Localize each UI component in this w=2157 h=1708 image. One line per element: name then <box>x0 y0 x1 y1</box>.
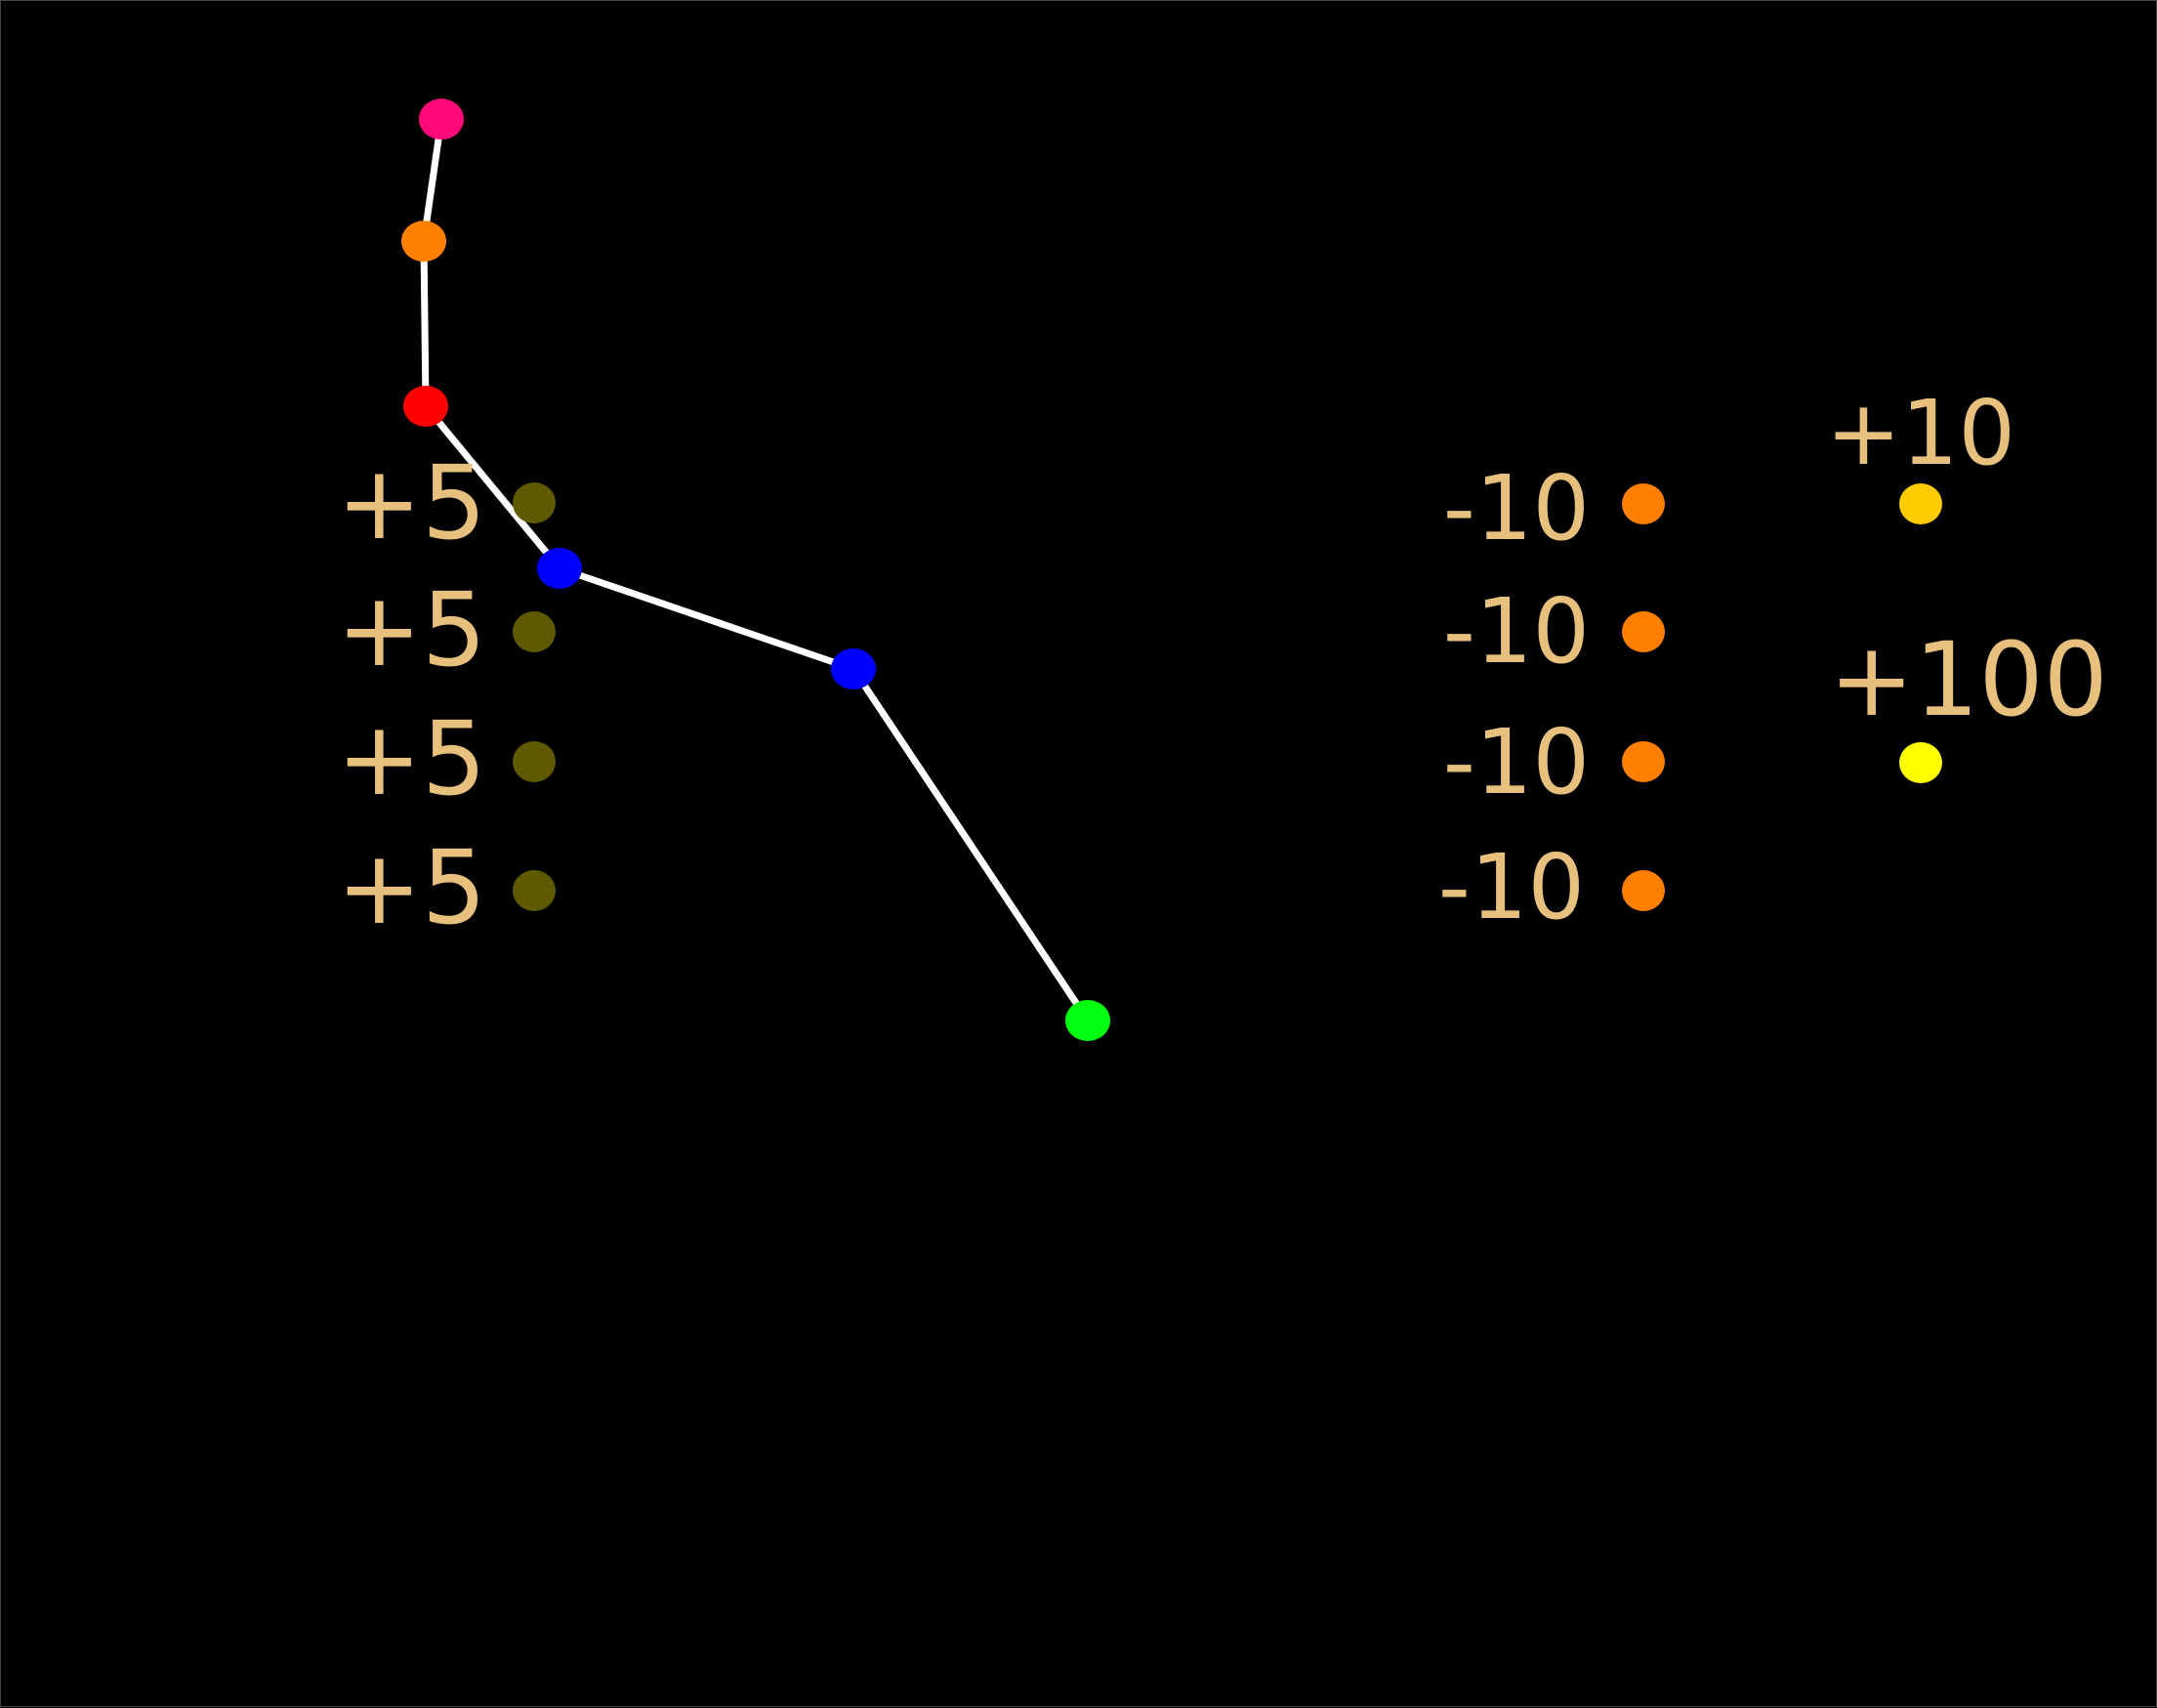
left-reward-column: +5 +5 +5 +5 <box>337 443 556 947</box>
arm-link <box>420 118 445 242</box>
arm-base-joint <box>1065 1000 1110 1041</box>
arm-link <box>420 240 430 407</box>
penalty-target <box>1622 870 1665 911</box>
arm-links <box>420 118 1091 1022</box>
reward-label: -10 <box>1443 710 1590 814</box>
reward-label: -10 <box>1438 835 1585 939</box>
reward-label: +5 <box>337 570 486 689</box>
reward-label: +5 <box>337 828 486 947</box>
reward-target <box>513 870 556 911</box>
arm-joint <box>537 548 582 589</box>
arm-link <box>850 667 1091 1022</box>
reward-label: +5 <box>337 443 486 562</box>
reward-label: -10 <box>1443 456 1590 561</box>
arm-joint <box>831 648 876 689</box>
goal-target <box>1899 742 1942 783</box>
right-reward-column: +10 +100 <box>1826 381 2108 783</box>
penalty-target <box>1622 741 1665 782</box>
arm-link <box>558 564 855 673</box>
arm-joints <box>401 99 1110 1041</box>
arm-joint <box>403 386 448 427</box>
reward-label: +10 <box>1826 381 2015 485</box>
middle-reward-column: -10 -10 -10 -10 <box>1438 456 1665 939</box>
penalty-target <box>1622 611 1665 652</box>
reward-target <box>513 482 556 523</box>
reward-target <box>513 741 556 782</box>
reward-label: +5 <box>337 699 486 818</box>
reward-target <box>1899 483 1942 524</box>
arm-joint <box>401 221 446 262</box>
reward-label: +100 <box>1829 620 2108 739</box>
penalty-target <box>1622 483 1665 524</box>
arm-link <box>423 403 562 571</box>
arm-tip-joint <box>419 99 464 140</box>
reward-label: -10 <box>1443 579 1590 684</box>
reward-target <box>513 611 556 652</box>
